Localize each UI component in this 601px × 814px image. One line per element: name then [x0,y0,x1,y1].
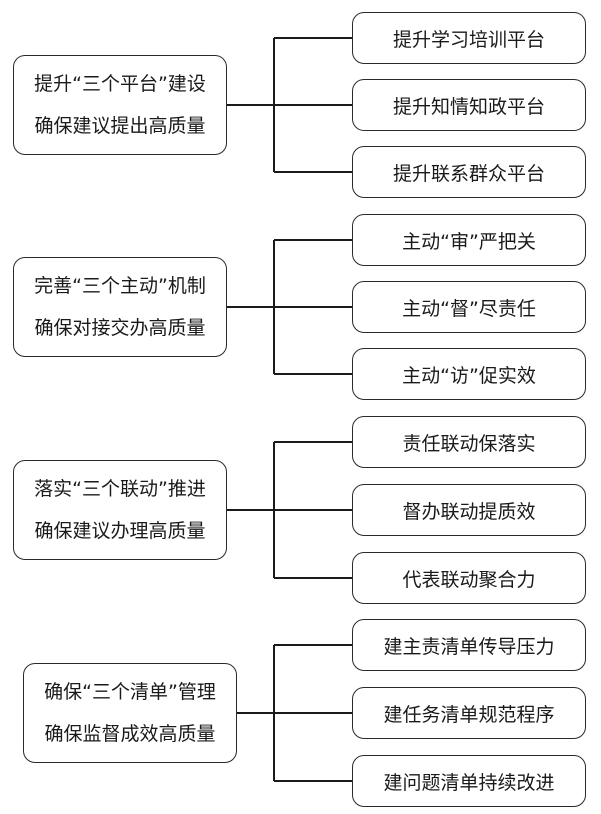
group-3-item-2: 督办联动提质效 [352,484,586,536]
group-2-item-1: 主动“审”严把关 [352,214,586,266]
group-1-title-line1: 提升“三个平台”建设 [34,73,206,95]
group-1-title-box: 提升“三个平台”建设 确保建议提出高质量 [13,55,227,155]
group-3-title-line1: 落实“三个联动”推进 [34,478,206,500]
group-1-item-3: 提升联系群众平台 [352,146,586,198]
group-4-title-line2: 确保监督成效高质量 [44,723,216,745]
group-4-title-box: 确保“三个清单”管理 确保监督成效高质量 [23,663,237,763]
group-3-item-1: 责任联动保落实 [352,416,586,468]
group-2-item-2: 主动“督”尽责任 [352,281,586,333]
group-1-item-1: 提升学习培训平台 [352,12,586,64]
group-4-item-3: 建问题清单持续改进 [352,755,586,807]
group-2-title-line2: 确保对接交办高质量 [34,317,206,339]
group-4-item-2: 建任务清单规范程序 [352,687,586,739]
group-4-item-1: 建主责清单传导压力 [352,619,586,671]
group-3-title-box: 落实“三个联动”推进 确保建议办理高质量 [13,460,227,560]
group-1-title-line2: 确保建议提出高质量 [34,115,206,137]
group-1-item-2: 提升知情知政平台 [352,79,586,131]
group-2-title-box: 完善“三个主动”机制 确保对接交办高质量 [13,257,227,357]
group-2-title-line1: 完善“三个主动”机制 [34,275,206,297]
group-3-item-3: 代表联动聚合力 [352,552,586,604]
group-3-title-line2: 确保建议办理高质量 [34,520,206,542]
group-4-title-line1: 确保“三个清单”管理 [44,681,216,703]
group-2-item-3: 主动“访”促实效 [352,348,586,400]
